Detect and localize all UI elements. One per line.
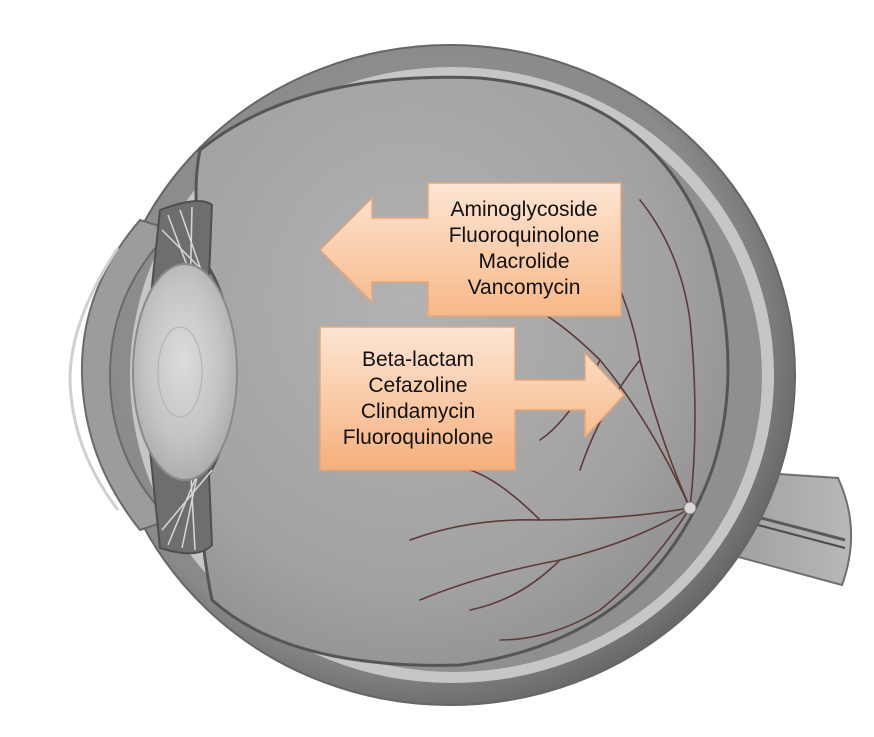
drug-label: Macrolide — [478, 249, 569, 275]
drug-label: Clindamycin — [361, 399, 475, 425]
drug-label: Aminoglycoside — [450, 197, 597, 223]
drug-label: Cefazoline — [368, 373, 467, 399]
drug-label: Fluoroquinolone — [449, 223, 600, 249]
antibiotic-list-bottom: Beta-lactam Cefazoline Clindamycin Fluor… — [321, 329, 515, 468]
drug-label: Fluoroquinolone — [343, 425, 494, 451]
drug-label: Beta-lactam — [362, 347, 474, 373]
lens — [133, 264, 237, 480]
drug-label: Vancomycin — [468, 275, 581, 301]
antibiotic-list-top: Aminoglycoside Fluoroquinolone Macrolide… — [428, 184, 620, 314]
optic-disc — [684, 502, 696, 514]
